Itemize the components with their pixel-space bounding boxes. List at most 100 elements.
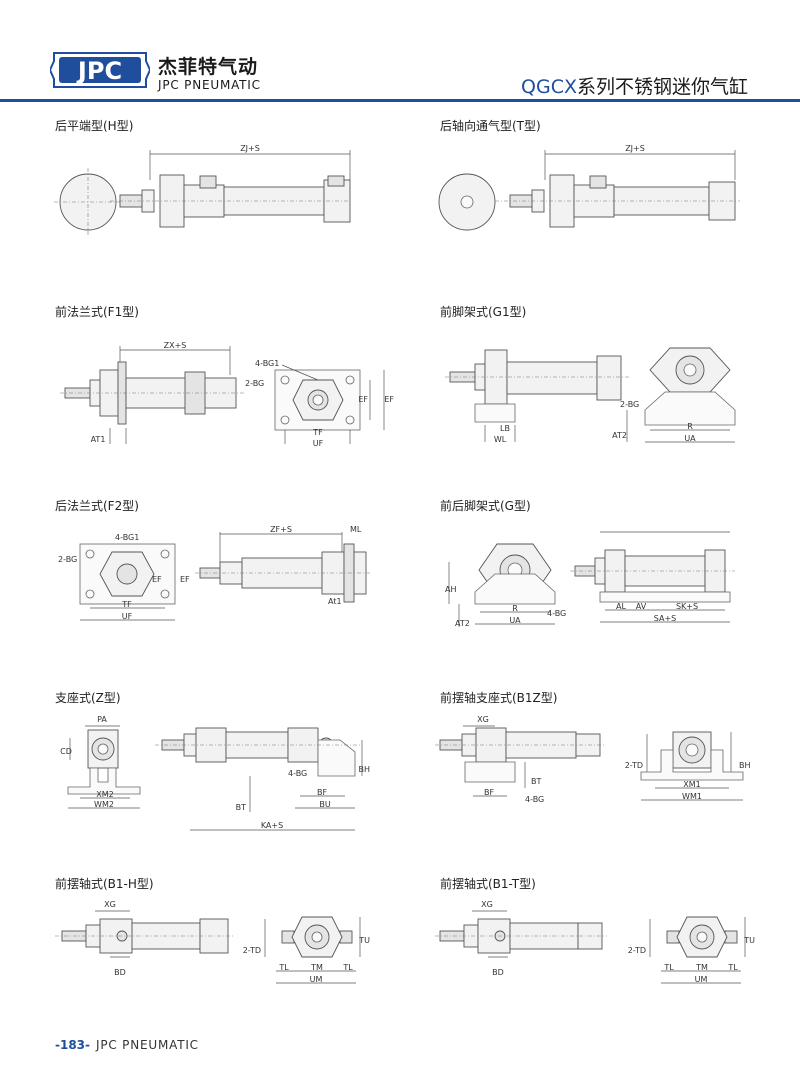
dim-at2: AT2 [612,431,627,440]
series-code: QGCX [521,76,577,98]
section-title-z: 支座式(Z型) [55,691,121,705]
dim-bu: BU [319,800,330,809]
drawing-f1: ZX+S AT1 4-BG1 2-BG TF UF EF EF [60,341,394,448]
dim-at1: AT1 [91,435,106,444]
dim-bf: BF [317,788,327,797]
dim-ef-1: EF [358,395,368,404]
dim-pa: PA [97,715,107,724]
section-title-b1h: 前摆轴式(B1-H型) [55,877,154,891]
page-header: JPC 杰菲特气动 JPC PNEUMATIC QGCX系列不锈钢迷你气缸 [0,0,800,105]
dim-ua: UA [684,434,696,443]
dim-bd: BD [492,968,504,977]
dim-xm2: XM2 [96,790,113,799]
dim-tl-1: TL [278,963,289,972]
series-name: 系列不锈钢迷你气缸 [576,76,748,98]
dim-td: 2-TD [628,946,646,955]
dim-bg: 2-BG [58,555,77,564]
dim-bh: BH [739,761,751,770]
dim-tu: TU [358,936,370,945]
dim-r: R [512,604,518,613]
section-title-g: 前后脚架式(G型) [440,499,531,513]
dim-ef-1: EF [152,575,162,584]
section-title-f2: 后法兰式(F2型) [55,499,139,513]
dim-av: AV [636,602,647,611]
dim-tu: TU [743,936,755,945]
dim-tf: TF [121,600,132,609]
dim-al: AL [616,602,626,611]
brand-name-cn: 杰菲特气动 [158,56,259,78]
dim-ef-2: EF [384,395,394,404]
brand-name-en: JPC PNEUMATIC [158,78,261,92]
drawing-f2: 4-BG1 2-BG EF EF TF UF ZF+S ML At1 [58,525,372,621]
dim-zj: ZJ+S [240,144,260,153]
page-footer: -183- JPC PNEUMATIC [55,1038,199,1052]
dim-td: 2-TD [625,761,643,770]
dim-bd: BD [114,968,126,977]
page-number: -183- [55,1038,91,1052]
section-title-b1z: 前摆轴支座式(B1Z型) [440,691,558,705]
dim-um: UM [695,975,708,984]
dim-uf: UF [313,439,324,448]
dim-sa: SA+S [654,614,676,623]
dim-wl: WL [494,435,507,444]
drawing-b1h: XG BD 2-TD TU TL TM TL UM [55,900,370,984]
dim-bg1: 4-BG1 [115,533,139,542]
dim-bg: 4-BG [547,609,566,618]
footer-brand: JPC PNEUMATIC [96,1038,199,1052]
dim-at1: At1 [328,597,342,606]
svg-text:JPC: JPC [76,57,122,85]
dim-uf: UF [122,612,133,621]
dim-r: R [687,422,693,431]
dim-xg: XG [104,900,116,909]
drawing-g1: LB WL 2-BG AT2 R UA [445,347,736,444]
section-title-t: 后轴向通气型(T型) [440,119,541,133]
header-rule [0,99,800,102]
series-title: QGCX系列不锈钢迷你气缸 [521,72,748,99]
drawing-z: PA CD XM2 WM2 4-BG BH BT BF BU KA+S [60,715,370,831]
dim-bg1: 4-BG1 [255,359,279,368]
dim-xg: XG [477,715,489,724]
dim-td: 2-TD [243,946,261,955]
dim-sk: SK+S [676,602,698,611]
dim-zx: ZX+S [164,341,187,350]
dim-ka: KA+S [261,821,283,830]
dim-um: UM [310,975,323,984]
dim-tl-1: TL [663,963,674,972]
dim-ef-2: EF [180,575,190,584]
drawing-b1t: XG BD 2-TD TU TL TM TL UM [435,900,755,984]
section-title-b1t: 前摆轴式(B1-T型) [440,877,536,891]
dim-wm2: WM2 [94,800,114,809]
dim-ah: AH [445,585,457,594]
dim-ml: ML [350,525,362,534]
section-title-g1: 前脚架式(G1型) [440,305,527,319]
dim-zj: ZJ+S [625,144,645,153]
dim-wm1: WM1 [682,792,702,801]
dim-bg: 2-BG [245,379,264,388]
jpc-logo: JPC [48,49,152,91]
dim-at2: AT2 [455,619,470,628]
dim-bg: 2-BG [620,400,639,409]
dim-xm1: XM1 [683,780,700,789]
dim-cd: CD [60,747,72,756]
dim-tl-2: TL [727,963,738,972]
dim-ua: UA [509,616,521,625]
dim-tl-2: TL [342,963,353,972]
dim-bg: 4-BG [288,769,307,778]
drawing-g: AH AT2 R UA 4-BG AL AV SK+S SA+S [445,531,735,628]
section-title-h: 后平端型(H型) [55,119,134,133]
dim-tm: TM [310,963,323,972]
dim-tm: TM [695,963,708,972]
drawing-h: ZJ+S [54,144,351,236]
dim-lb: LB [500,424,510,433]
drawing-b1z: XG BT BF 4-BG 2-TD BH XM1 WM1 [435,715,751,804]
dim-bg: 4-BG [525,795,544,804]
drawing-t: ZJ+S [438,144,740,231]
dim-xg: XG [481,900,493,909]
section-title-f1: 前法兰式(F1型) [55,305,139,319]
dim-bt: BT [531,777,541,786]
dim-bt: BT [236,803,246,812]
dim-bh: BH [358,765,370,774]
dim-tf: TF [312,428,323,437]
dim-bf: BF [484,788,494,797]
dim-zf: ZF+S [270,525,292,534]
